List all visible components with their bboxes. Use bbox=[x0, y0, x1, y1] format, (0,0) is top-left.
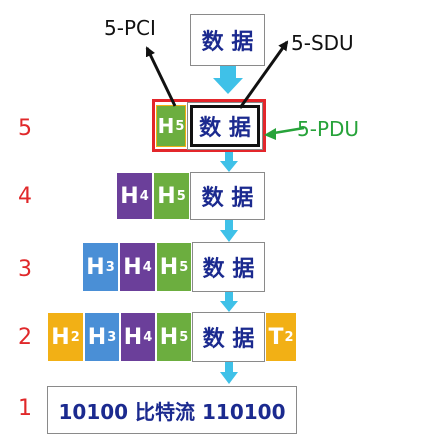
sdu-data-block: 数 据 bbox=[187, 102, 263, 150]
down-arrow-5-4 bbox=[220, 152, 238, 172]
pdu-arrowhead bbox=[264, 128, 276, 140]
down-arrow-big bbox=[213, 66, 243, 94]
data-block-level4: 数 据 bbox=[190, 172, 265, 220]
pci-label: 5-PCI bbox=[104, 16, 156, 40]
level-1-label: 1 bbox=[18, 396, 32, 421]
data-block-level2: 数 据 bbox=[192, 312, 265, 362]
pdu-highlight-frame bbox=[152, 99, 266, 152]
level-3-label: 3 bbox=[18, 257, 32, 282]
sdu-arrow bbox=[238, 40, 289, 109]
sdu-label: 5-SDU bbox=[291, 31, 354, 55]
pdu-label: 5-PDU bbox=[297, 117, 360, 141]
data-block-level3: 数 据 bbox=[192, 242, 265, 292]
level-5-label: 5 bbox=[18, 116, 32, 141]
level-2-label: 2 bbox=[18, 325, 32, 350]
level-4-label: 4 bbox=[18, 184, 32, 209]
down-arrow-4-3 bbox=[220, 220, 238, 242]
top-data-block: 数 据 bbox=[190, 14, 265, 66]
pci-arrow bbox=[145, 46, 177, 107]
bitstream-block: 10100 比特流 110100 bbox=[47, 386, 297, 434]
down-arrow-3-2 bbox=[220, 292, 238, 312]
down-arrow-2-1 bbox=[220, 362, 238, 384]
